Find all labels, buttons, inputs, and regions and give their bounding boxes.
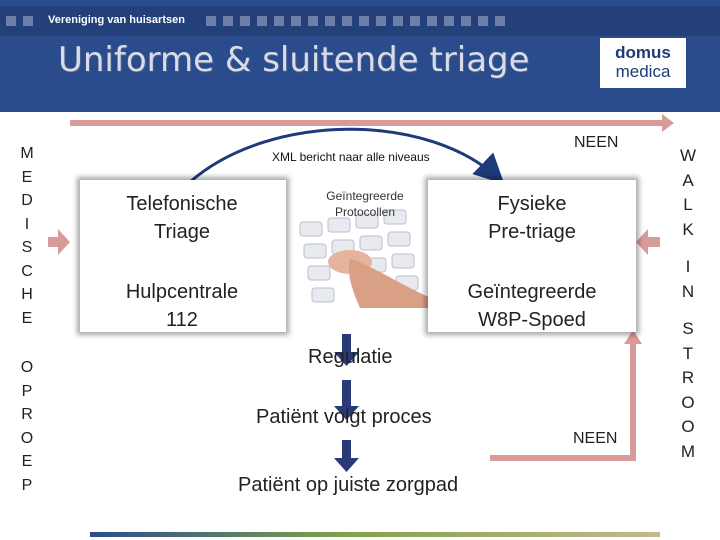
keypad-illustration	[286, 182, 436, 308]
letter: N	[681, 281, 695, 301]
letter: S	[682, 319, 694, 338]
letter: H	[21, 286, 33, 303]
down-arrow-1	[334, 334, 359, 366]
letter: A	[682, 170, 694, 190]
telephone-triage-box	[80, 180, 286, 332]
left-vertical-medische: M E D I S C H E	[16, 142, 38, 330]
footer-color-bar	[90, 532, 660, 537]
domus-medica-logo: domus medica	[600, 38, 686, 88]
protocols-label: Geïntegreerde Protocollen	[326, 189, 404, 219]
letter: I	[24, 215, 30, 233]
physical-pre-triage-label: Fysieke Pre-triage	[488, 193, 576, 243]
patient-follows-process-step: Patiënt volgt proces	[256, 406, 432, 428]
letter: T	[682, 343, 694, 363]
letter: E	[21, 309, 33, 327]
right-side-arrow	[636, 229, 660, 255]
letter: M	[680, 441, 696, 461]
letter: W	[679, 146, 697, 165]
letter: R	[681, 368, 695, 387]
neen-bottom-label: NEEN	[573, 430, 618, 447]
top-horizontal-arrow	[70, 114, 674, 132]
page-title: Uniforme & sluitende triage	[58, 40, 530, 80]
xml-message-arc	[189, 127, 505, 185]
down-arrow-3	[334, 440, 359, 472]
letter: M	[20, 145, 34, 162]
letter: P	[21, 476, 33, 494]
organization-name: Vereniging van huisartsen	[48, 14, 185, 26]
down-arrow-2	[334, 380, 359, 420]
xml-message-label: XML bericht naar alle niveaus	[272, 150, 430, 164]
logo-line-2: medica	[615, 62, 671, 81]
letter: R	[21, 406, 33, 423]
neen-loop-arrow	[490, 330, 642, 461]
header-squares-middle	[206, 16, 505, 26]
letter: O	[20, 359, 34, 376]
letter: C	[21, 262, 33, 280]
correct-care-path-step: Patiënt op juiste zorgpad	[238, 474, 459, 496]
letter: O	[681, 417, 695, 436]
physical-pre-triage-box	[428, 180, 636, 332]
letter: L	[683, 195, 693, 214]
header-banner: Vereniging van huisartsen Uniforme & slu…	[0, 0, 720, 112]
emergency-center-label: Hulpcentrale 112	[125, 281, 239, 331]
w8p-spoed-label: Geïntegreerde W8P-Spoed	[467, 281, 597, 331]
left-side-arrow	[48, 229, 70, 255]
telephone-triage-label: Telefonische Triage	[126, 193, 238, 243]
letter: E	[21, 168, 33, 186]
left-vertical-oproep: O P R O E P	[16, 356, 38, 497]
header-squares-left	[6, 16, 33, 26]
letter: S	[21, 239, 33, 256]
letter: O	[20, 429, 34, 447]
regulation-step: Regulatie	[308, 346, 393, 368]
letter: I	[685, 257, 691, 276]
letter: P	[21, 382, 33, 400]
letter: E	[21, 453, 33, 470]
neen-top-label: NEEN	[574, 134, 619, 151]
letter: K	[682, 219, 694, 239]
logo-line-1: domus	[615, 43, 671, 62]
letter: D	[21, 192, 33, 209]
right-vertical-walk-in-stroom: W A L K I N S T R O O M	[676, 144, 700, 464]
letter: O	[681, 392, 695, 412]
